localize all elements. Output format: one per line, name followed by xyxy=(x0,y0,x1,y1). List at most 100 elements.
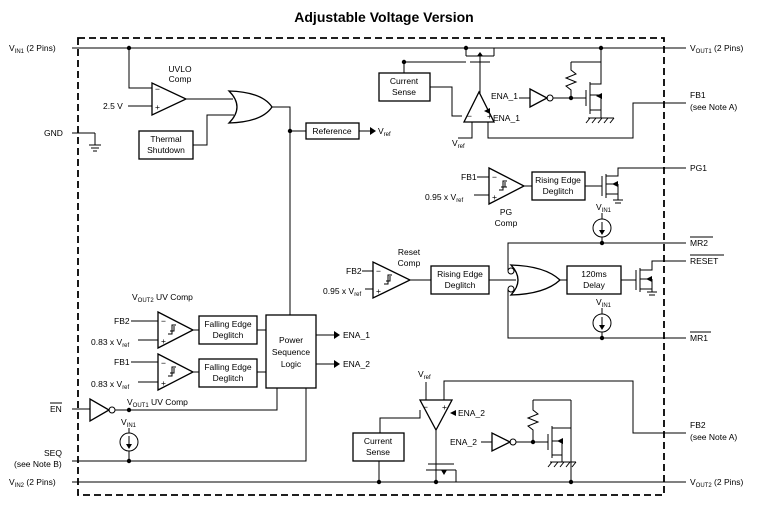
svg-text:Current: Current xyxy=(390,76,419,86)
vref-amp1: Vref xyxy=(452,138,465,150)
pg-threshold: 0.95 x Vref xyxy=(425,192,464,204)
pin-pg1: PG1 xyxy=(690,163,707,173)
svg-text:+: + xyxy=(161,336,166,346)
ena2-output: ENA_2 xyxy=(343,359,370,369)
svg-text:FB1: FB1 xyxy=(114,357,130,367)
reset-or-gate xyxy=(509,264,561,296)
svg-text:PG: PG xyxy=(500,207,512,217)
vout2-uv-comparator xyxy=(157,310,195,350)
uvlo-label-2: Comp xyxy=(169,74,192,84)
svg-text:Power: Power xyxy=(279,335,303,345)
ena1-output: ENA_1 xyxy=(343,330,370,340)
svg-text:−: − xyxy=(492,172,497,182)
svg-text:Comp: Comp xyxy=(398,258,421,268)
svg-text:+: + xyxy=(155,102,160,112)
uv1-threshold: 0.83 x Vref xyxy=(91,379,130,391)
svg-text:Deglitch: Deglitch xyxy=(213,373,244,383)
vin1-source-label-2: VIN1 xyxy=(596,297,612,309)
falling-edge-2-box xyxy=(198,358,258,388)
pin-vin2: VIN2 (2 Pins) xyxy=(9,477,56,489)
pin-gnd: GND xyxy=(44,128,63,138)
vout2-uv-label: VOUT2 UV Comp xyxy=(132,292,193,304)
or-gate xyxy=(227,90,273,124)
ena1-amp-label: ENA_1 xyxy=(491,91,518,101)
inverter-en xyxy=(89,397,111,423)
uvlo-comparator xyxy=(151,81,188,117)
svg-text:FB2: FB2 xyxy=(114,316,130,326)
diagram-title: Adjustable Voltage Version xyxy=(294,9,473,25)
pin-vout2: VOUT2 (2 Pins) xyxy=(690,477,744,489)
inverter-ena2 xyxy=(491,431,512,453)
uvlo-label-1: UVLO xyxy=(168,64,192,74)
svg-text:+: + xyxy=(487,111,492,121)
vout1-uv-comparator xyxy=(157,352,195,392)
pin-fb2: FB2 xyxy=(690,420,706,430)
error-amp-1 xyxy=(462,90,496,123)
svg-text:−: − xyxy=(423,402,428,412)
pg-rising-edge-box xyxy=(531,171,586,201)
svg-text:−: − xyxy=(161,316,166,326)
pin-vin1: VIN1 (2 Pins) xyxy=(9,43,56,55)
reset-fb2-label: FB2 xyxy=(346,266,362,276)
pin-fb1: FB1 xyxy=(690,90,706,100)
svg-text:Falling Edge: Falling Edge xyxy=(204,319,252,329)
ena2-inv-label: ENA_2 xyxy=(450,437,477,447)
vin1-source-label-1: VIN1 xyxy=(596,202,612,214)
svg-text:+: + xyxy=(161,378,166,388)
pin-seq-note: (see Note B) xyxy=(14,459,62,469)
delay-box xyxy=(566,265,622,295)
svg-text:Reset: Reset xyxy=(398,247,421,257)
svg-text:+: + xyxy=(492,192,497,202)
inverter-ena1 xyxy=(529,87,549,109)
svg-text:−: − xyxy=(376,266,381,276)
svg-text:−: − xyxy=(161,358,166,368)
svg-text:−: − xyxy=(155,84,160,94)
pg-comparator xyxy=(488,166,526,206)
pin-reset: RESET xyxy=(690,256,718,266)
svg-text:120ms: 120ms xyxy=(581,269,607,279)
thermal-shutdown-box xyxy=(138,130,194,160)
reset-comparator xyxy=(372,260,412,300)
svg-text:Delay: Delay xyxy=(583,280,605,290)
svg-text:+: + xyxy=(442,402,447,412)
pin-fb1-note: (see Note A) xyxy=(690,102,737,112)
pin-mr2: MR2 xyxy=(690,238,708,248)
svg-text:Deglitch: Deglitch xyxy=(543,186,574,196)
device-boundary xyxy=(77,37,665,496)
pin-seq: SEQ xyxy=(44,448,62,458)
svg-text:Shutdown: Shutdown xyxy=(147,145,185,155)
svg-text:Sense: Sense xyxy=(366,447,390,457)
svg-text:Sequence: Sequence xyxy=(272,347,311,357)
svg-text:Deglitch: Deglitch xyxy=(445,280,476,290)
vref-amp2: Vref xyxy=(418,369,431,381)
ena2-amp-label: ENA_2 xyxy=(458,408,485,418)
pg-fb1-label: FB1 xyxy=(461,172,477,182)
error-amp-2 xyxy=(418,399,454,432)
svg-text:ENA_1: ENA_1 xyxy=(493,113,520,123)
vout1-uv-label: VOUT1 UV Comp xyxy=(127,397,188,409)
svg-text:−: − xyxy=(467,111,472,121)
uv2-threshold: 0.83 x Vref xyxy=(91,337,130,349)
vref-out-label: Vref xyxy=(378,126,391,138)
pin-vout1: VOUT1 (2 Pins) xyxy=(690,43,744,55)
pin-en: EN xyxy=(50,404,62,414)
svg-text:Rising Edge: Rising Edge xyxy=(437,269,483,279)
reset-threshold: 0.95 x Vref xyxy=(323,286,362,298)
svg-text:Deglitch: Deglitch xyxy=(213,330,244,340)
svg-text:Sense: Sense xyxy=(392,87,416,97)
svg-text:Thermal: Thermal xyxy=(150,134,181,144)
svg-text:Falling Edge: Falling Edge xyxy=(204,362,252,372)
falling-edge-1-box xyxy=(198,315,258,345)
svg-text:Logic: Logic xyxy=(281,359,302,369)
power-sequence-logic-box xyxy=(265,314,317,389)
vin1-source-label-3: VIN1 xyxy=(121,417,137,429)
svg-text:+: + xyxy=(376,286,381,296)
svg-text:Current: Current xyxy=(364,436,393,446)
svg-text:Comp: Comp xyxy=(495,218,518,228)
pin-mr1: MR1 xyxy=(690,333,708,343)
pin-fb2-note: (see Note A) xyxy=(690,432,737,442)
svg-text:Reference: Reference xyxy=(312,126,351,136)
reset-rising-edge-box xyxy=(430,265,490,295)
v25-label: 2.5 V xyxy=(103,101,123,111)
